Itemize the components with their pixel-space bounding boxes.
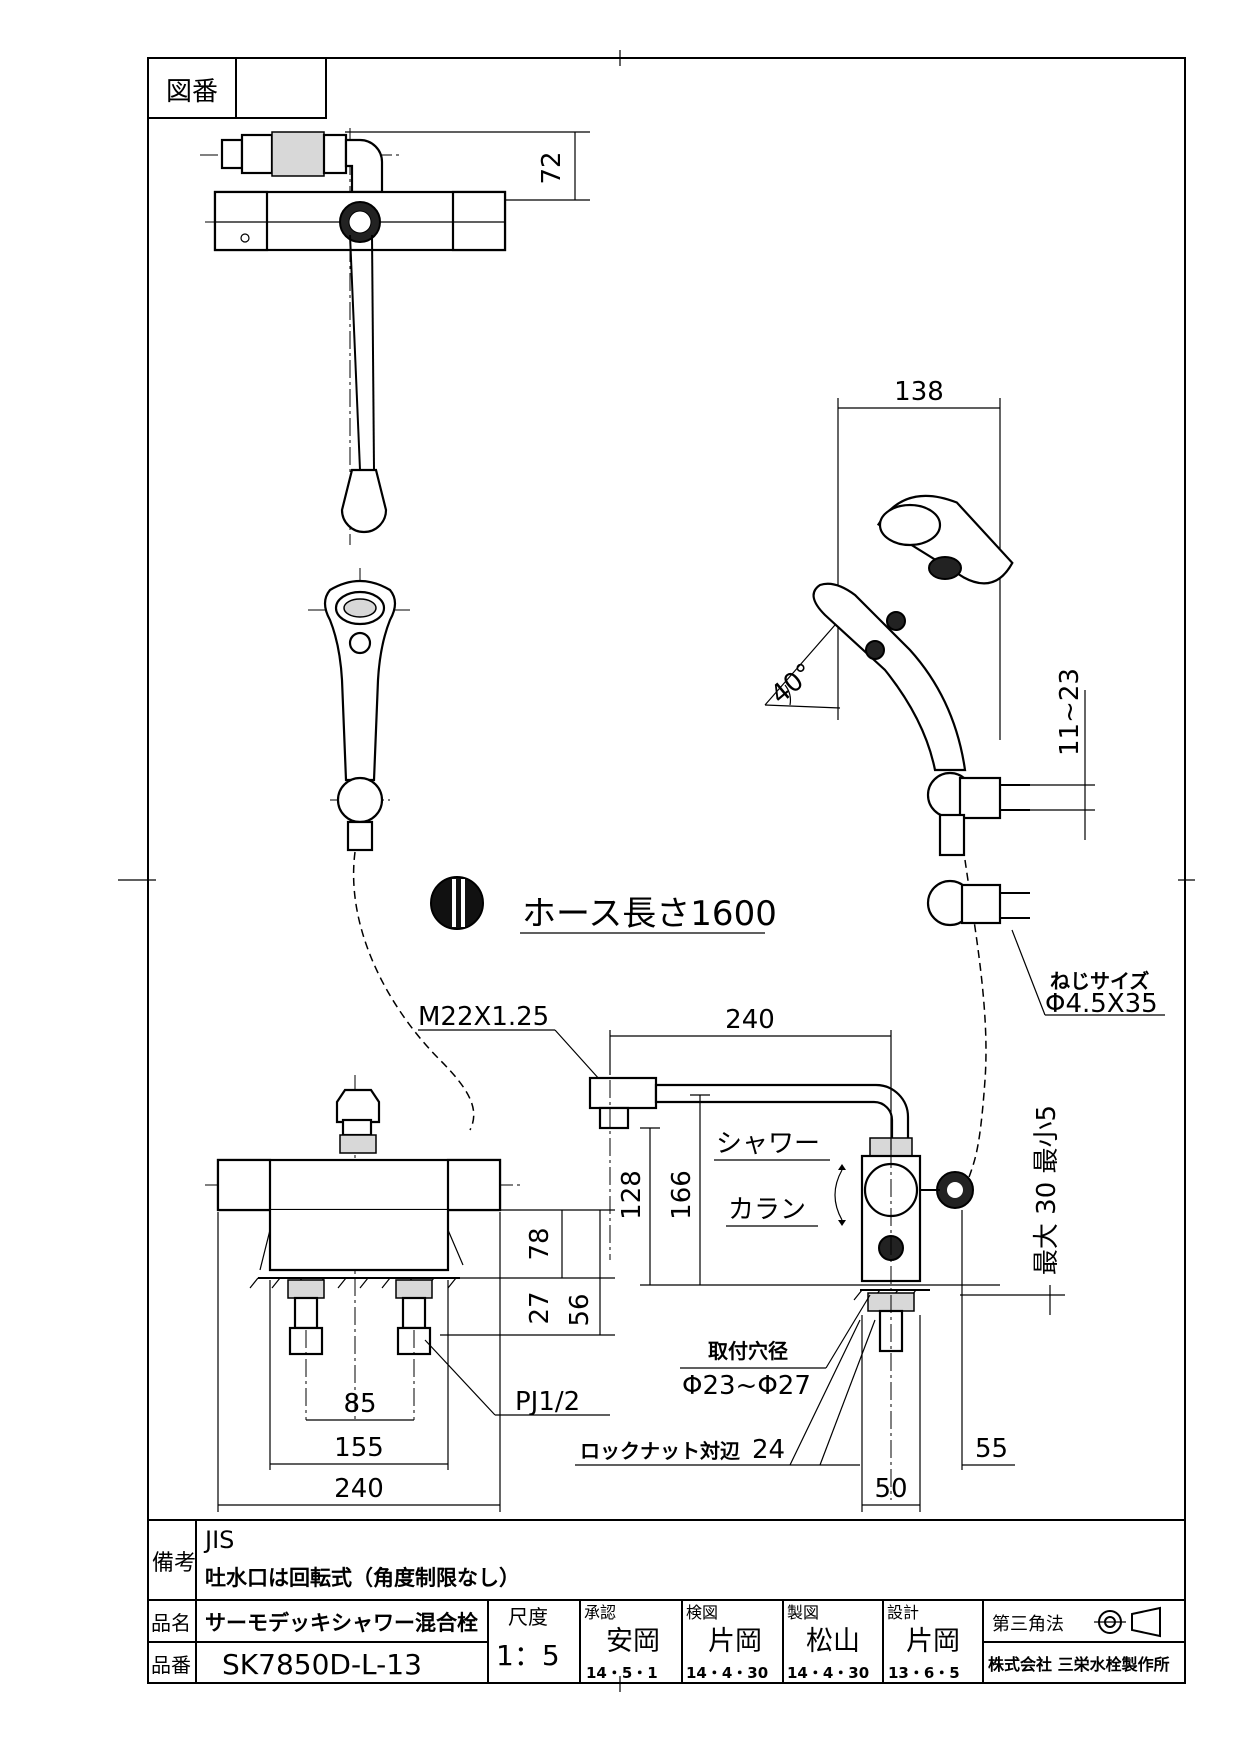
notes-label: 備考: [152, 1551, 196, 1576]
hole-value: Φ23~Φ27: [682, 1371, 811, 1401]
zuban-label: 図番: [166, 77, 218, 107]
dim-angle-40: 40°: [765, 658, 820, 711]
design-date: 13・6・5: [888, 1664, 960, 1682]
hose-length-label: ホース長さ1600: [522, 894, 777, 934]
dim-240-top: 240: [725, 1005, 775, 1035]
approved-date: 14・5・1: [586, 1664, 658, 1682]
screw-size-label: ねじサイズ: [1050, 969, 1149, 993]
handset-front-view: [308, 568, 410, 852]
dim-128: 128: [617, 1170, 647, 1220]
approved-label: 承認: [584, 1603, 616, 1622]
drawn-name: 松山: [806, 1626, 860, 1657]
dim-240-bottom: 240: [334, 1474, 384, 1504]
checked-label: 検図: [686, 1603, 718, 1622]
drawn-date: 14・4・30: [787, 1664, 869, 1682]
design-label: 設計: [887, 1603, 919, 1622]
scale-value: 1：5: [496, 1639, 560, 1672]
part-no-label: 品番: [151, 1653, 191, 1677]
dim-50: 50: [874, 1474, 907, 1504]
dim-11-23: 11~23: [1055, 668, 1085, 756]
part-no: SK7850D-L-13: [222, 1648, 422, 1681]
hole-label: 取付穴径: [708, 1339, 788, 1363]
checked-name: 片岡: [708, 1626, 762, 1657]
projection-label: 第三角法: [992, 1614, 1064, 1635]
third-angle-projection-icon: [1094, 1606, 1161, 1638]
shower-label: シャワー: [716, 1129, 820, 1159]
dim-max-min: 最大 30 最小5: [1032, 1105, 1062, 1275]
notes-line2: 吐水口は回転式（角度制限なし）: [205, 1566, 520, 1590]
dim-78: 78: [525, 1227, 555, 1260]
front-view: 78 27 56 PJ1/2 85 155 240: [205, 1075, 615, 1512]
side-view: 240 128 166 シャワー カラン 最大 30 最小5 取付穴径 Φ23~…: [575, 1005, 1065, 1512]
dim-27: 27: [525, 1291, 555, 1324]
dim-166: 166: [667, 1170, 697, 1220]
dim-72: 72: [537, 151, 567, 184]
design-name: 片岡: [906, 1626, 960, 1657]
dim-138: 138: [894, 377, 944, 407]
product-name-label: 品名: [151, 1611, 191, 1635]
notes-line1: JIS: [203, 1526, 234, 1554]
thread-spec: M22X1.25: [418, 1002, 549, 1032]
dim-85: 85: [343, 1389, 376, 1419]
dim-pj: PJ1/2: [515, 1387, 580, 1417]
scale-label: 尺度: [508, 1605, 548, 1629]
dim-56: 56: [565, 1293, 595, 1326]
company-name: 株式会社 三栄水栓製作所: [988, 1655, 1170, 1674]
checked-date: 14・4・30: [686, 1664, 768, 1682]
product-name: サーモデッキシャワー混合栓: [205, 1611, 478, 1635]
screw-size-value: Φ4.5X35: [1045, 989, 1158, 1019]
approved-name: 安岡: [606, 1626, 660, 1657]
drawing-border: [147, 57, 1186, 1684]
dim-55: 55: [975, 1434, 1008, 1464]
drawn-label: 製図: [787, 1603, 819, 1622]
hose-line: [352, 851, 475, 1131]
handset-side-view: 138 40° 11~23: [764, 377, 1095, 927]
hose-icon: [430, 876, 484, 930]
karan-label: カラン: [728, 1195, 806, 1225]
dim-155: 155: [334, 1433, 384, 1463]
locknut-value: 24: [752, 1435, 785, 1465]
locknut-label: ロックナット対辺: [580, 1439, 740, 1463]
top-view: 72: [200, 128, 590, 545]
